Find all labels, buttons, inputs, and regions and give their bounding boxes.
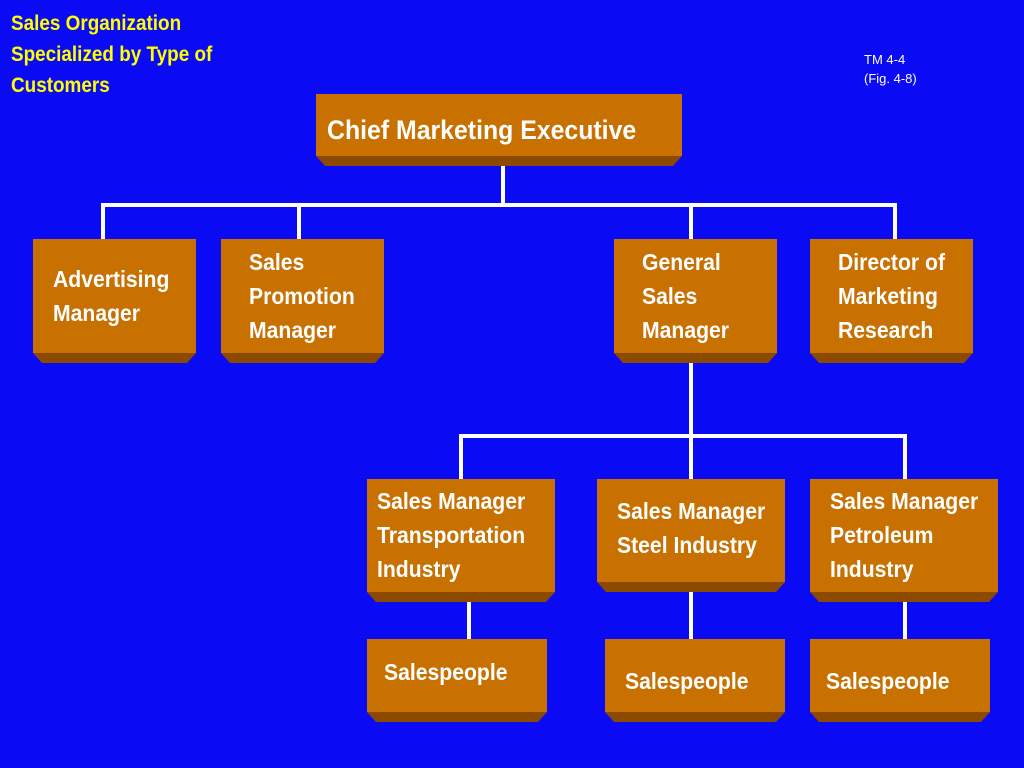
general-sales-manager-box bbox=[614, 239, 777, 363]
sales-manager-petroleum-box bbox=[810, 479, 998, 602]
salespeople-transportation-box bbox=[367, 639, 547, 722]
salespeople-petroleum-label: Salespeople bbox=[826, 668, 950, 694]
salespeople-petroleum-box bbox=[810, 639, 990, 722]
director-marketing-research-box bbox=[810, 239, 973, 363]
sales-manager-steel-label: Sales Manager Steel Industry bbox=[617, 498, 766, 558]
salespeople-steel-label: Salespeople bbox=[625, 668, 749, 694]
advertising-manager-label: Advertising Manager bbox=[53, 266, 170, 326]
sales-manager-transportation-box bbox=[367, 479, 555, 602]
sales-manager-steel-box bbox=[597, 479, 785, 592]
salespeople-steel-box bbox=[605, 639, 785, 722]
sales-manager-transportation-label: Sales Manager Transportation Industry bbox=[377, 488, 526, 582]
sales-manager-petroleum-label: Sales Manager Petroleum Industry bbox=[830, 488, 979, 582]
sales-promotion-manager-label: Sales Promotion Manager bbox=[249, 249, 355, 343]
sales-promotion-manager-box bbox=[221, 239, 384, 363]
general-sales-manager-label: General Sales Manager bbox=[642, 249, 730, 343]
salespeople-transportation-label: Salespeople bbox=[384, 659, 508, 685]
director-marketing-research-label: Director of Marketing Research bbox=[838, 249, 945, 343]
chief-marketing-executive-label: Chief Marketing Executive bbox=[327, 115, 637, 145]
advertising-manager-box bbox=[33, 239, 196, 363]
figure-reference: TM 4-4 (Fig. 4-8) bbox=[864, 52, 917, 86]
chief-marketing-executive-box bbox=[316, 94, 682, 166]
slide-title: Sales Organization Specialized by Type o… bbox=[11, 12, 213, 97]
